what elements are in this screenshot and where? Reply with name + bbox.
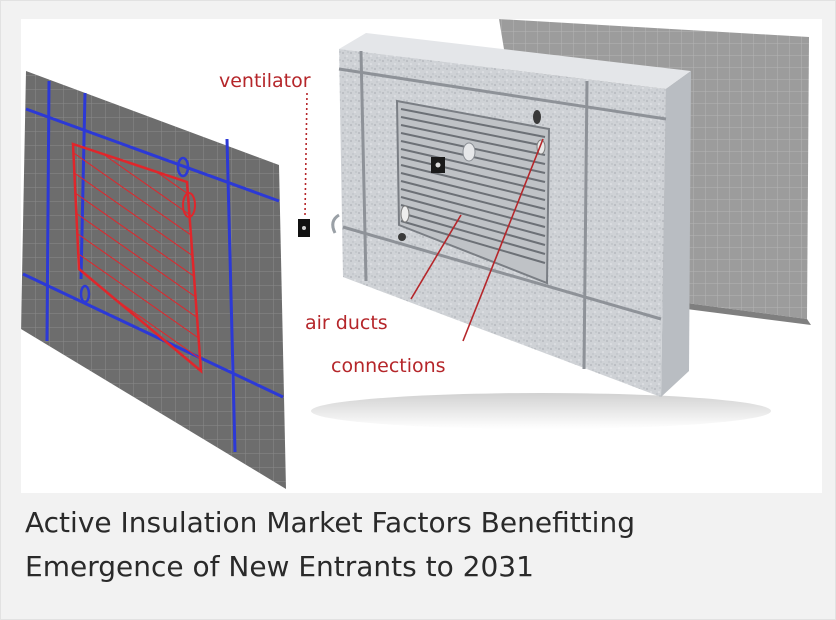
exploded-panel-illustration: ventilator air ducts connections [21,19,811,489]
leader-lines [304,92,544,342]
facade-panel [21,71,286,489]
title-line-2: Emergence of New Entrants to 2031 [25,550,534,583]
ventilator-unit [298,213,340,237]
title-line-1: Active Insulation Market Factors Benefit… [25,506,635,539]
insulation-diagram: ventilator air ducts connections [21,19,822,493]
article-title[interactable]: Active Insulation Market Factors Benefit… [25,501,805,589]
connections-label: connections [331,355,446,377]
air-ducts-label: air ducts [305,312,388,334]
ventilator-label: ventilator [219,70,311,92]
